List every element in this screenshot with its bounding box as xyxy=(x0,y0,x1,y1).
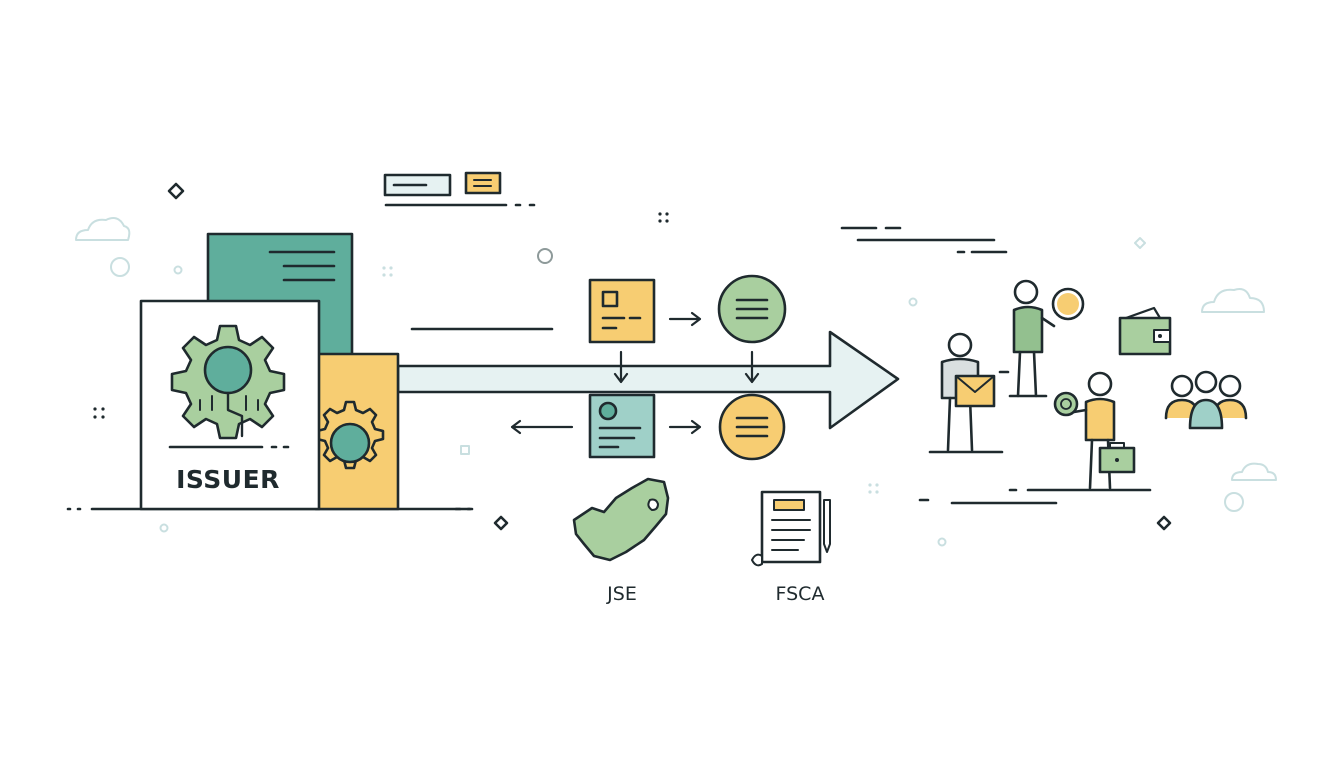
profile-card-icon xyxy=(588,393,656,459)
ring-decoration xyxy=(1224,492,1244,512)
process-network xyxy=(510,274,787,461)
top-info-chips xyxy=(383,171,536,207)
ring-decoration xyxy=(937,537,947,547)
ring-decoration xyxy=(537,248,553,264)
dot-cluster xyxy=(93,212,669,419)
ring-decoration xyxy=(159,523,169,533)
diamond-decoration xyxy=(1134,237,1146,249)
regulation-document-pen-icon xyxy=(751,490,831,567)
diamond-decoration xyxy=(167,182,185,200)
ring-decoration xyxy=(173,265,183,275)
person-with-magnifier-icon xyxy=(1008,279,1085,398)
wallet-icon xyxy=(1118,306,1172,356)
list-circle-icon xyxy=(717,274,787,344)
ring-decoration xyxy=(908,297,918,307)
list-circle-icon xyxy=(718,393,786,461)
fsca-label: FSCA xyxy=(776,583,825,605)
diamond-decoration xyxy=(493,515,509,531)
yellow-gear-document-icon xyxy=(314,352,400,511)
company-card-icon xyxy=(588,278,656,344)
issuer-document-icon: ISSUER xyxy=(139,299,321,511)
issuer-label: ISSUER xyxy=(176,465,280,494)
south-africa-map-icon xyxy=(572,477,670,562)
main-flow-arrow xyxy=(396,330,900,430)
cloud-icon xyxy=(75,217,131,241)
person-with-coin-briefcase-icon xyxy=(1053,371,1136,490)
cloud-icon xyxy=(1201,288,1265,313)
ring-decoration xyxy=(110,257,130,277)
background-decorations xyxy=(75,171,1277,547)
dot-cluster xyxy=(382,266,879,494)
investors-section xyxy=(928,279,1248,490)
cloud-icon xyxy=(1231,462,1277,481)
regulators-section: JSE FSCA xyxy=(572,477,831,605)
diamond-decoration xyxy=(1156,515,1172,531)
people-group-icon xyxy=(1164,370,1248,430)
person-with-envelope-icon xyxy=(928,332,1004,454)
jse-label: JSE xyxy=(606,583,637,605)
issuer-block: ISSUER xyxy=(66,232,474,511)
flow-arrows xyxy=(510,311,760,435)
accent-lines xyxy=(410,226,1152,505)
square-decoration xyxy=(460,445,470,455)
